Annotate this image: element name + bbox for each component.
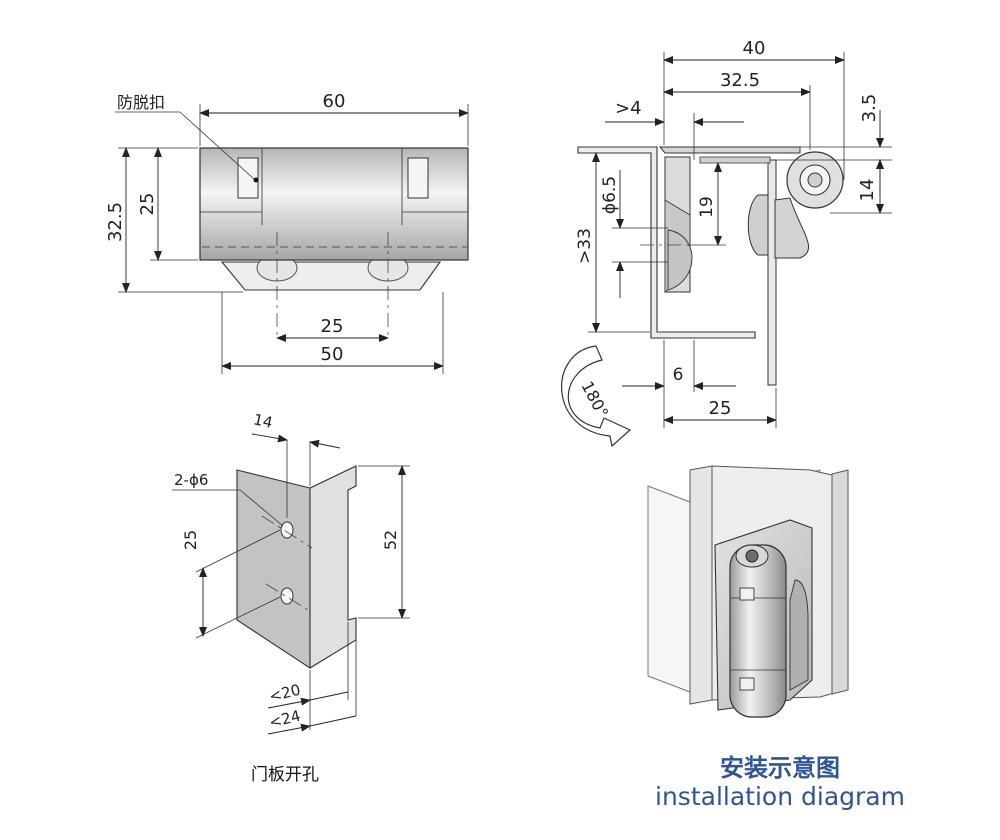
rotation-arrow-icon	[561, 345, 632, 448]
dim-clearance: >4	[615, 98, 642, 119]
dim-gap-6: 6	[673, 365, 684, 385]
door-panel-caption: 门板开孔	[251, 765, 319, 785]
dim-side-40: 40	[743, 38, 766, 59]
anti-release-label: 防脱扣	[117, 93, 165, 112]
dim-plate-height: >33	[575, 228, 595, 264]
door-panel-face	[236, 469, 311, 670]
callout-dot	[253, 177, 259, 183]
dim-height-25: 25	[137, 193, 158, 216]
installation-view	[647, 465, 849, 718]
dim-side-32-5: 32.5	[720, 70, 760, 91]
dim-width-60: 60	[323, 91, 346, 112]
dim-leg-25: 25	[709, 398, 732, 419]
dim-hole-spacing-25: 25	[321, 316, 344, 337]
install-hinge-cylinder	[729, 544, 787, 718]
dim-flange-14: 14	[252, 410, 274, 432]
side-view: 40 32.5 >4 3.5 14 ϕ6.5 19 >33	[561, 38, 892, 448]
dim-angle-24: <24	[267, 707, 302, 732]
side-door-profile	[577, 146, 756, 339]
installation-caption-en: installation diagram	[655, 782, 905, 811]
rotation-label: 180°	[577, 378, 612, 421]
door-hole-lower	[280, 587, 294, 605]
dim-side-3-5: 3.5	[859, 94, 880, 123]
dim-hole-depth: 19	[697, 196, 717, 218]
dim-angle-20: <20	[267, 681, 302, 706]
dim-door-hole-spacing: 25	[181, 530, 200, 550]
anti-release-clip-left	[237, 157, 259, 199]
dim-hole-dia: ϕ6.5	[600, 176, 620, 214]
dim-door-height: 52	[381, 530, 400, 550]
install-screw-icon	[745, 549, 759, 563]
dim-holes: 2-ϕ6	[174, 471, 208, 489]
dim-height-32-5: 32.5	[105, 202, 126, 242]
dim-base-50: 50	[321, 344, 344, 365]
installation-caption-cn: 安装示意图	[720, 754, 840, 782]
dim-side-14: 14	[857, 179, 878, 202]
door-hole-upper	[280, 521, 294, 539]
door-panel-view: 14 2-ϕ6 25 52 <20 <24	[172, 410, 410, 735]
anti-release-clip-right	[407, 157, 429, 199]
front-view: 防脱扣 60 32.5 25 25 50	[105, 91, 469, 374]
